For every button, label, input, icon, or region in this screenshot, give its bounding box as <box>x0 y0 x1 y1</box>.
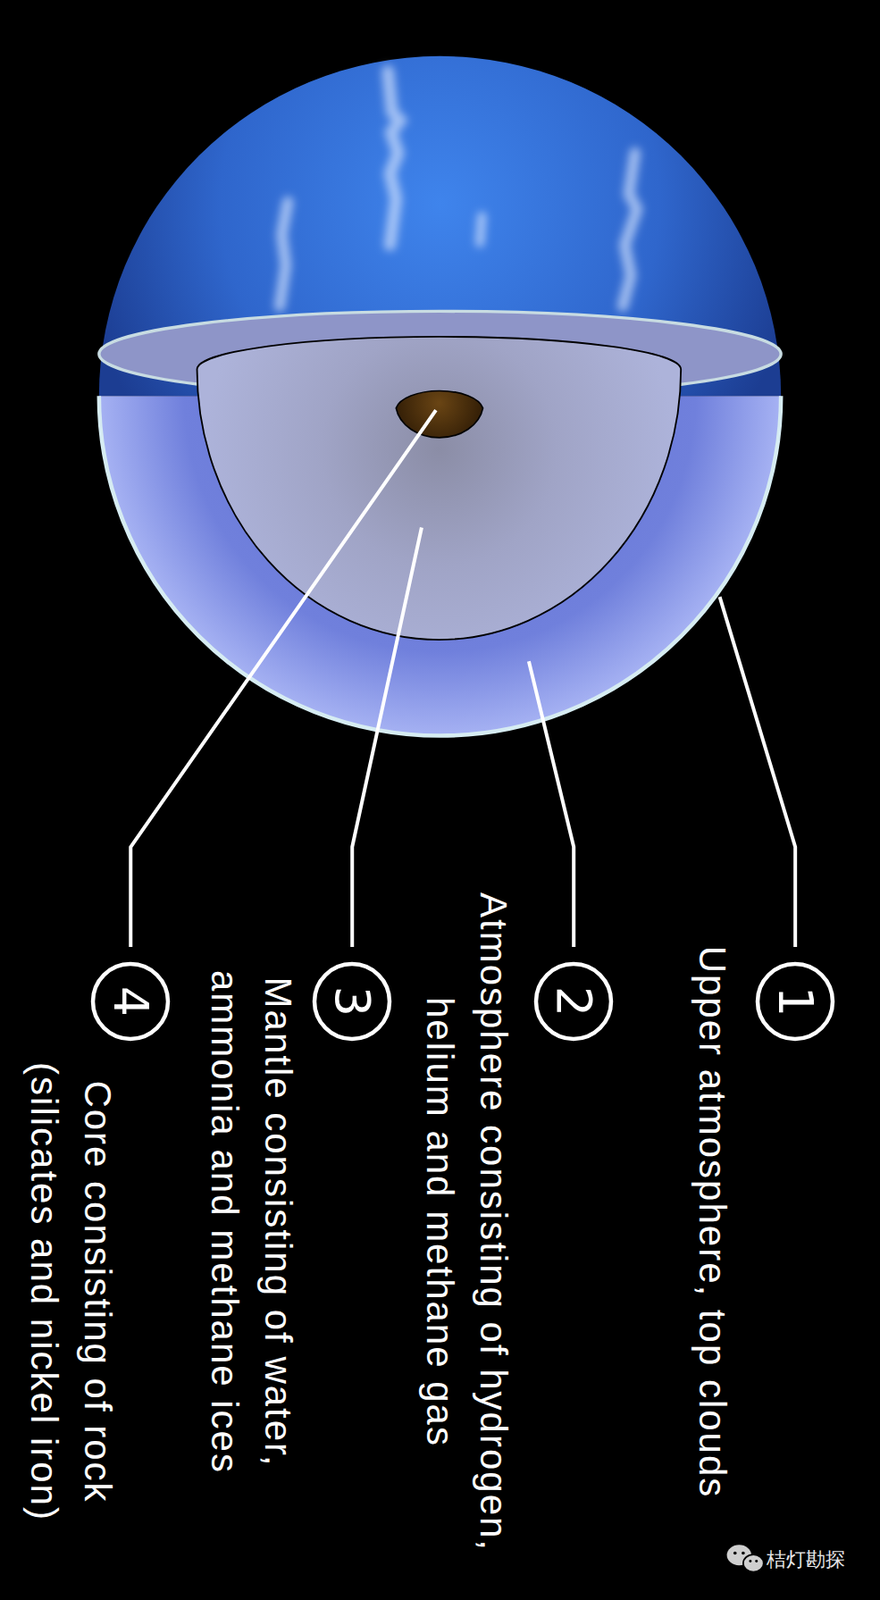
layer-caption: Upper atmosphere, top clouds <box>685 820 739 1600</box>
wechat-icon <box>727 1544 764 1572</box>
callout-number: 1 <box>771 986 820 1017</box>
callout-number: 2 <box>549 986 598 1017</box>
cloud-streak <box>279 201 288 307</box>
icon-dot <box>733 1551 738 1556</box>
icon-bubble <box>743 1554 764 1572</box>
cloud-streak <box>387 71 401 245</box>
callout-circle: 2 <box>533 961 614 1042</box>
callout-circle: 1 <box>754 961 836 1042</box>
leader-lines <box>130 410 796 948</box>
leader-line <box>528 661 574 948</box>
mantle-layer <box>197 336 682 640</box>
layer-caption: Atmosphere consisting of hydrogen, heliu… <box>412 864 520 1580</box>
callout-ring <box>314 963 390 1040</box>
leader-line <box>720 596 797 948</box>
callout-ring <box>536 963 612 1040</box>
cloud-streak <box>479 216 482 244</box>
cloud-streak <box>622 152 637 306</box>
layer-caption: Mantle consisting of water, ammonia and … <box>197 936 305 1509</box>
callout-circle: 3 <box>311 961 393 1042</box>
callout-number: 3 <box>327 986 377 1017</box>
leader-line <box>130 410 436 948</box>
callout-ring <box>757 963 833 1040</box>
callout-ring <box>92 963 168 1040</box>
icon-dot <box>748 1559 752 1563</box>
core <box>395 391 483 438</box>
icon-dot <box>741 1551 746 1556</box>
cloud-streaks <box>279 71 637 307</box>
layer-caption: Core consisting of rock (silicates and n… <box>16 1028 125 1556</box>
leader-line <box>352 528 422 948</box>
callout-circle: 4 <box>90 961 171 1042</box>
icon-dot <box>754 1559 758 1563</box>
watermark: 桔灯勘探 <box>766 1548 846 1572</box>
callout-number: 4 <box>106 986 155 1017</box>
